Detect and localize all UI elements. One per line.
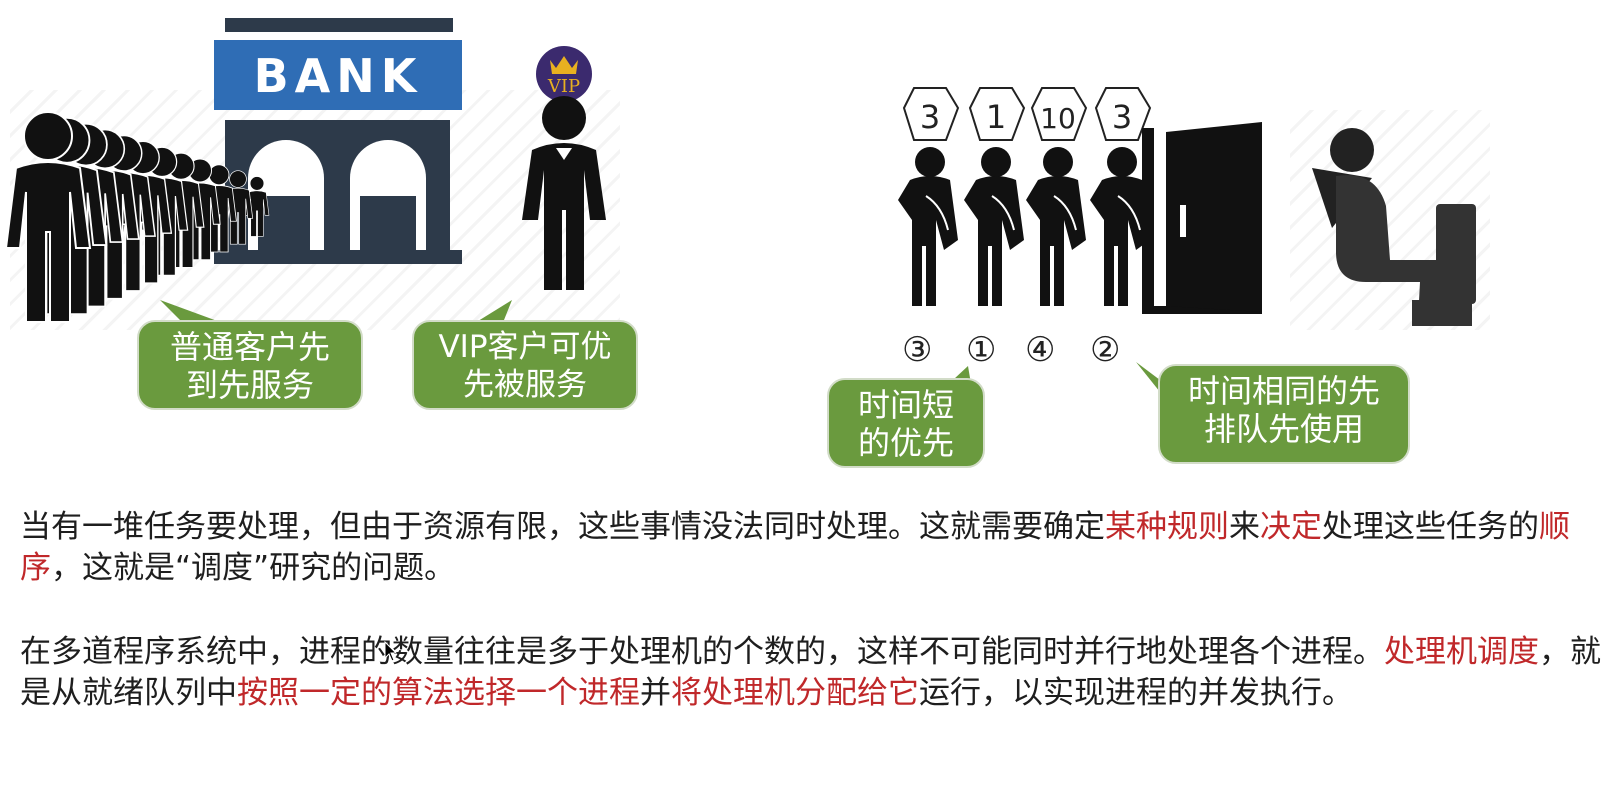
text-segment: 并 [640, 675, 671, 711]
bubble-fcfs: 普通客户先 到先服务 [137, 320, 363, 410]
restroom-queue-illustration: 3 1 10 3 [898, 87, 1476, 326]
restroom-queue: 3 1 10 3 [898, 87, 1152, 306]
waiting-person-icon: 3 [1090, 87, 1152, 306]
queue-person-icon [4, 111, 92, 323]
waiting-person-icon: 1 [964, 87, 1026, 306]
bank-sign-text: BANK [254, 49, 423, 103]
bubble-vip-line1: VIP客户可优 [438, 329, 612, 365]
text-segment: 处理这些任务的 [1322, 509, 1539, 545]
door-icon [1142, 122, 1262, 314]
text-segment: 运行，以实现进程的并发执行。 [919, 675, 1353, 711]
text-segment: 当有一堆任务要处理，但由于资源有限，这些事情没法同时处理。这就需要确定 [20, 509, 1105, 545]
paragraph-scheduling-intro: 当有一堆任务要处理，但由于资源有限，这些事情没法同时处理。这就需要确定某种规则来… [20, 507, 1605, 589]
highlighted-term: 某种规则 [1105, 509, 1229, 545]
bubble-vip-line2: 先被服务 [463, 367, 587, 403]
text-segment: ，这就是“调度”研究的问题。 [51, 550, 456, 586]
burst-time-label: 3 [920, 98, 940, 136]
bank-building-icon [214, 18, 462, 264]
text-segment: ，就是从就绪队列中 [20, 634, 1601, 711]
bubble-same-line2: 排队先使用 [1203, 410, 1364, 448]
text-segment: 在多道程序系统中，进程的数量往往是多于处理机的个数的，这样不可能同时并行地处理各… [20, 634, 1384, 670]
highlighted-term: 处理机调度 [1384, 634, 1539, 670]
bubble-same-time: 时间相同的先 排队先使用 [1158, 364, 1410, 464]
highlighted-term: 顺序 [20, 509, 1570, 586]
bubble-fcfs-line1: 普通客户先 [169, 328, 330, 366]
vip-badge-text: VIP [547, 76, 580, 97]
text-segment: 来 [1229, 509, 1260, 545]
bubble-fcfs-line2: 到先服务 [185, 366, 314, 404]
highlighted-term: 按照一定的算法选择一个进程 [237, 675, 640, 711]
highlighted-term: 决定 [1260, 509, 1322, 545]
highlighted-term: 将处理机分配给它 [671, 675, 919, 711]
order-mark-1: ③ [902, 330, 933, 370]
waiting-person-icon: 10 [1026, 87, 1088, 306]
burst-time-label: 10 [1040, 102, 1076, 135]
paragraph-processor-scheduling: 在多道程序系统中，进程的数量往往是多于处理机的个数的，这样不可能同时并行地处理各… [20, 632, 1605, 714]
bubble-same-line1: 时间相同的先 [1187, 372, 1380, 410]
order-mark-2: ① [966, 330, 997, 370]
burst-time-label: 1 [986, 98, 1006, 136]
customer-queue [4, 111, 270, 323]
order-mark-3: ④ [1025, 330, 1056, 370]
person-on-toilet-icon [1312, 128, 1476, 326]
bubble-short-first: 时间短 的优先 [827, 378, 985, 468]
bank-queue-illustration: BANK VIP [4, 18, 606, 330]
waiting-person-icon: 3 [898, 87, 960, 306]
mouse-cursor-icon [384, 641, 398, 662]
bubble-short-line1: 时间短 [857, 386, 954, 424]
bubble-short-line2: 的优先 [857, 424, 954, 462]
bubble-vip: VIP客户可优 先被服务 [412, 320, 638, 410]
vip-customer-icon [522, 46, 606, 290]
burst-time-label: 3 [1112, 98, 1132, 136]
order-mark-4: ② [1090, 330, 1121, 370]
